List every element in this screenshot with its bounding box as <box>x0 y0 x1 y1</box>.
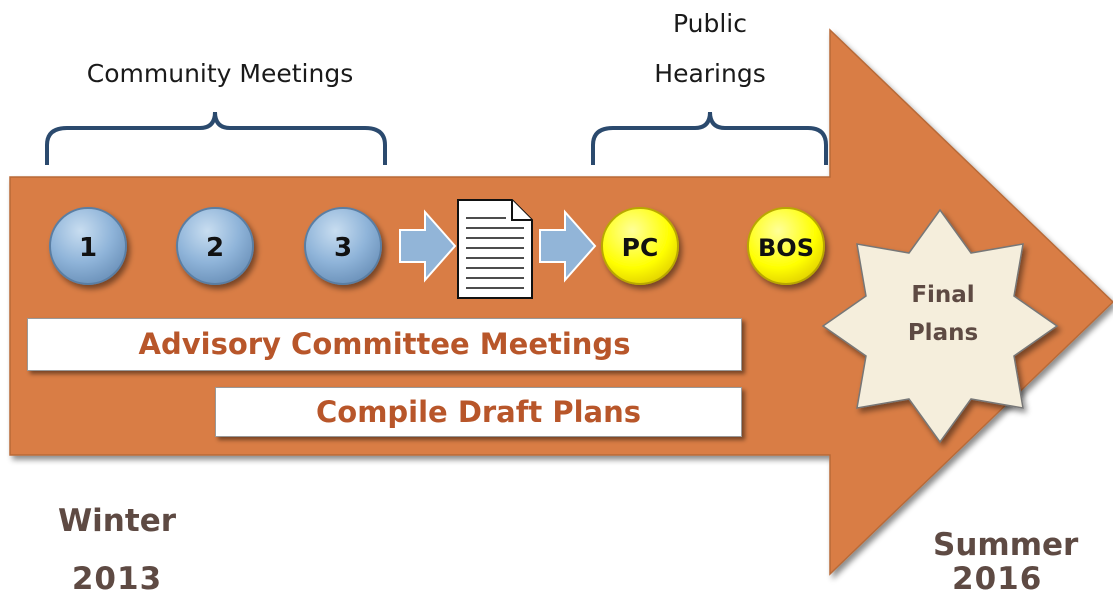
start-year: 2013 <box>71 561 163 597</box>
meeting-3-label: 3 <box>334 233 352 263</box>
timeline-arrow <box>9 28 1113 576</box>
start-season: Winter <box>57 503 177 539</box>
meeting-circle-3 <box>304 207 382 285</box>
final-plans-line1: Final <box>911 282 974 308</box>
right-arrow-icon <box>539 209 597 283</box>
community-meetings-label: Community Meetings <box>86 59 354 88</box>
end-year: 2016 <box>952 561 1043 597</box>
document-icon <box>457 199 533 299</box>
bos-circle <box>747 207 825 285</box>
public-hearings-brace <box>591 111 828 165</box>
meeting-circle-1 <box>49 207 127 285</box>
public-hearings-label-line2: Hearings <box>654 59 766 88</box>
bos-label: BOS <box>758 234 814 262</box>
meeting-1-label: 1 <box>79 233 97 263</box>
pc-circle <box>601 207 679 285</box>
community-meetings-brace <box>45 111 387 165</box>
compile-draft-plans-bar: Compile Draft Plans <box>215 387 742 437</box>
end-season: Summer <box>933 527 1079 563</box>
final-plans-star <box>821 208 1059 444</box>
advisory-committee-bar: Advisory Committee Meetings <box>27 318 742 371</box>
final-plans-line2: Plans <box>908 320 978 346</box>
public-hearings-label-line1: Public <box>673 9 747 38</box>
meeting-circle-2 <box>176 207 254 285</box>
pc-label: PC <box>622 233 659 262</box>
meeting-2-label: 2 <box>206 233 224 263</box>
right-arrow-icon <box>399 209 457 283</box>
